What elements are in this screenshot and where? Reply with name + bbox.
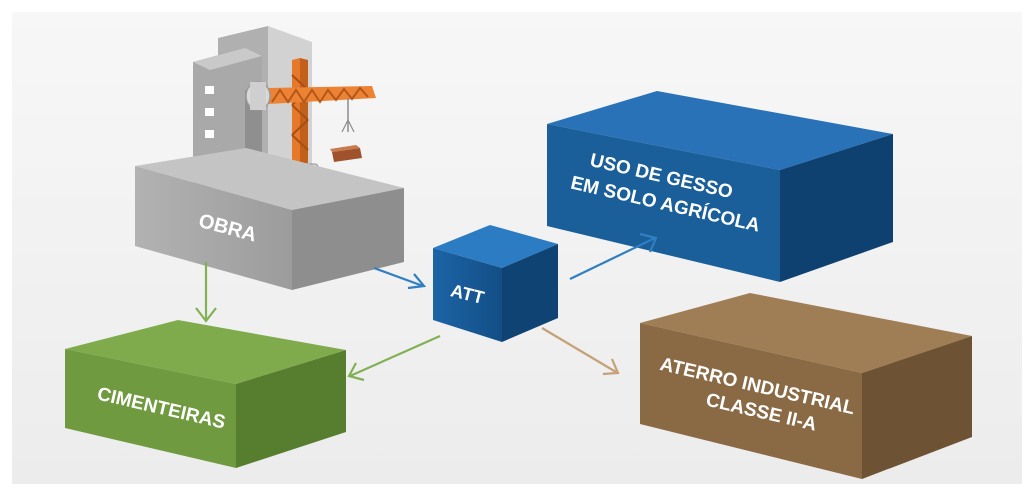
obra-node: OBRA: [135, 26, 404, 290]
arrow-obra-to-cimenteiras: [195, 262, 217, 323]
arrow-obra-to-att: [373, 266, 427, 290]
crane-icon: [245, 58, 376, 167]
att-node: ATT: [433, 225, 558, 342]
aterro-node: ATERRO INDUSTRIAL CLASSE II-A: [640, 293, 972, 479]
arrow-att-to-aterro: [541, 327, 620, 376]
arrow-att-to-cimenteiras: [347, 334, 441, 382]
cimenteiras-node: CIMENTEIRAS: [65, 320, 346, 468]
arrow-att-to-gesso: [569, 232, 658, 280]
gesso-node: USO DE GESSO EM SOLO AGRÍCOLA: [547, 91, 893, 282]
